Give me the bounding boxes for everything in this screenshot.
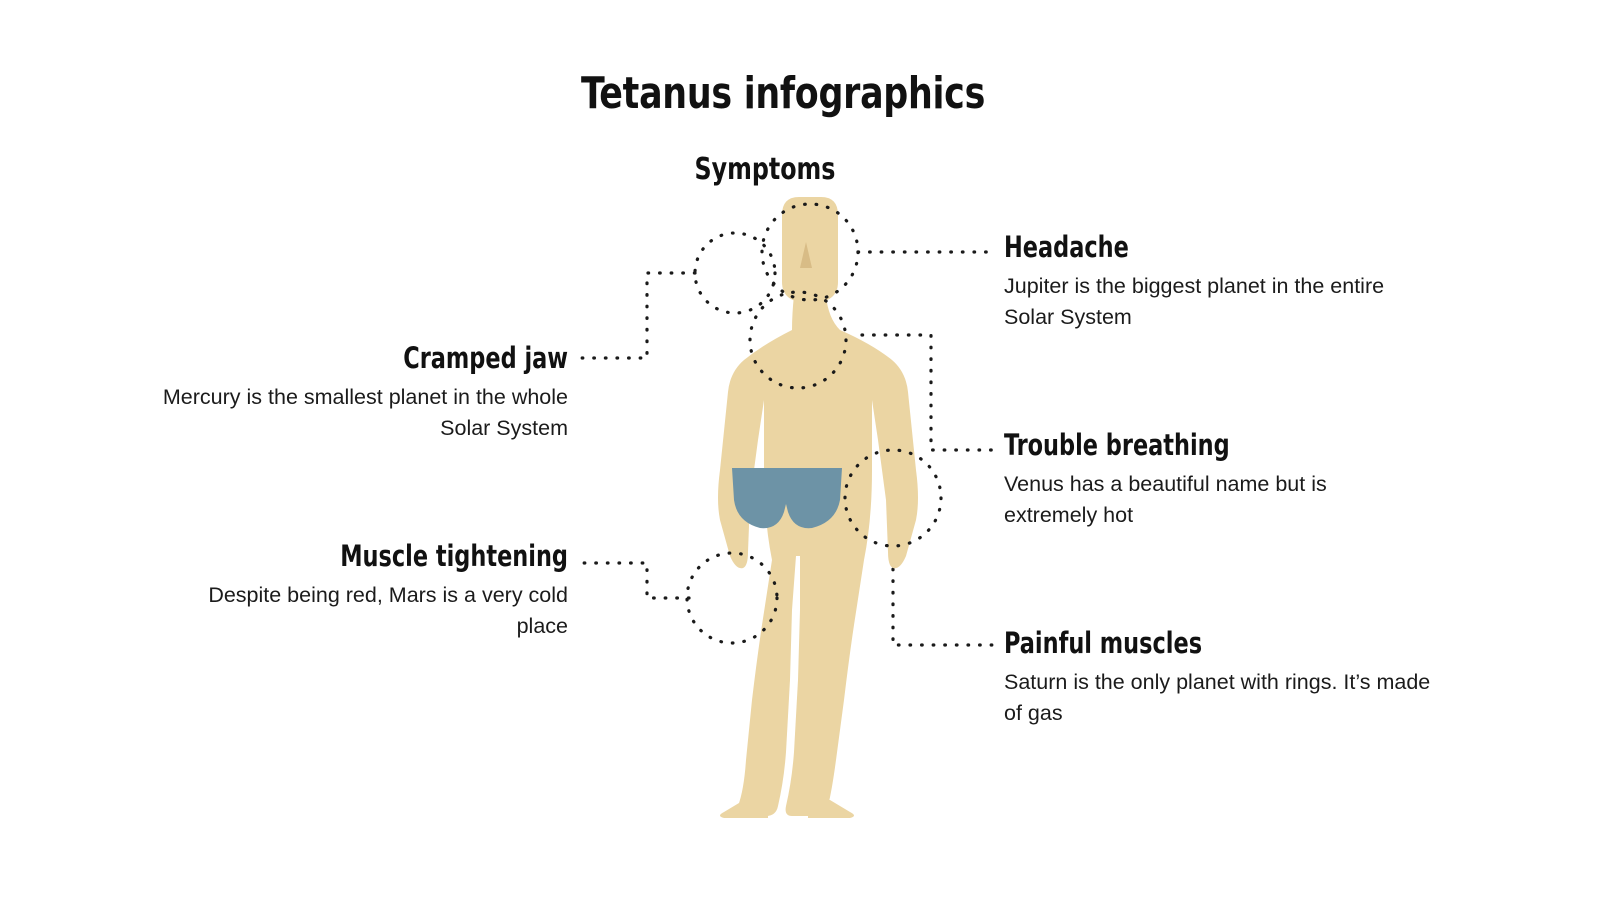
- right-foot-shape: [808, 800, 854, 818]
- torso-limbs-shape: [718, 295, 918, 816]
- head-highlight-circle: [760, 202, 860, 302]
- callout-muscle-tightening-title: Muscle tightening: [340, 539, 568, 573]
- callout-cramped-jaw-title: Cramped jaw: [403, 341, 568, 375]
- jaw-shadow-accent: [800, 242, 812, 268]
- highlight-circles-group: [685, 202, 943, 645]
- left-foot-shape: [720, 800, 768, 818]
- page-title: Tetanus infographics: [580, 68, 986, 119]
- callout-painful-muscles: Painful muscles Saturn is the only plane…: [1004, 628, 1434, 728]
- page-subtitle: Symptoms: [694, 152, 836, 187]
- connector-cramped-jaw: [576, 271, 697, 360]
- forearm-highlight-circle: [843, 448, 943, 548]
- callout-headache-title: Headache: [1004, 230, 1129, 264]
- connector-muscle-tightening: [576, 561, 691, 600]
- thigh-highlight-circle: [685, 551, 779, 645]
- illustration-layer: [576, 197, 994, 818]
- callout-painful-muscles-body: Saturn is the only planet with rings. It…: [1004, 670, 1431, 725]
- callout-cramped-jaw: Cramped jaw Mercury is the smallest plan…: [140, 343, 568, 443]
- connector-painful-muscles: [891, 544, 994, 647]
- body-shape-group: [718, 197, 918, 818]
- callout-headache: Headache Jupiter is the biggest planet i…: [1004, 232, 1424, 332]
- callout-trouble-breathing-title: Trouble breathing: [1004, 428, 1230, 462]
- head-shape: [782, 197, 838, 303]
- connector-trouble-breathing: [860, 333, 994, 452]
- callout-muscle-tightening-body: Despite being red, Mars is a very cold p…: [208, 583, 568, 638]
- jaw-highlight-circle: [693, 231, 777, 315]
- callout-painful-muscles-title: Painful muscles: [1004, 626, 1203, 660]
- callout-cramped-jaw-body: Mercury is the smallest planet in the wh…: [162, 385, 568, 440]
- shorts-shape: [732, 468, 842, 529]
- callout-headache-body: Jupiter is the biggest planet in the ent…: [1004, 274, 1385, 329]
- neck-chest-highlight-circle: [748, 290, 848, 390]
- connector-lines-group: [576, 250, 994, 647]
- callout-trouble-breathing: Trouble breathing Venus has a beautiful …: [1004, 430, 1424, 530]
- callout-trouble-breathing-body: Venus has a beautiful name but is extrem…: [1004, 472, 1327, 527]
- body-illustration-svg: [576, 197, 994, 818]
- callout-muscle-tightening: Muscle tightening Despite being red, Mar…: [180, 541, 568, 641]
